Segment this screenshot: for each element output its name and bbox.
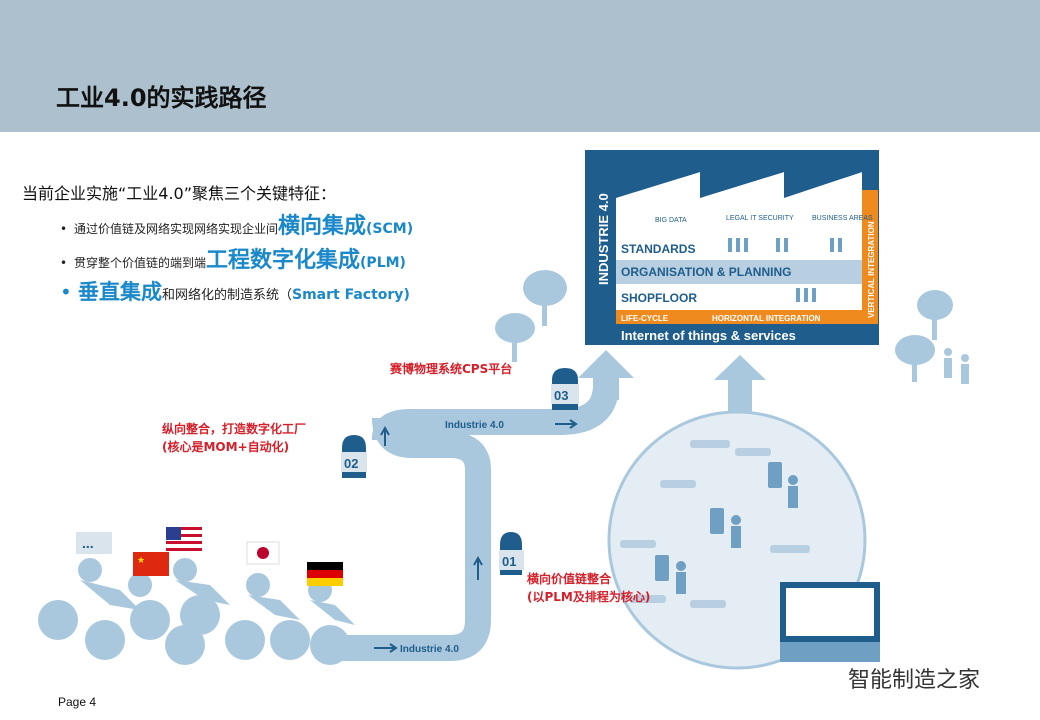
bullet-text: 贯穿整个价值链的端到端	[74, 256, 207, 270]
ellipsis-text: ...	[82, 535, 94, 551]
factory-side-title: INDUSTRIE 4.0	[596, 193, 611, 285]
header-band	[0, 0, 1040, 132]
flag-china-icon: ★	[133, 552, 169, 576]
bullet-dot: •	[60, 222, 68, 236]
road-arrow-right	[374, 643, 398, 653]
bullet-tag: (SCM)	[366, 221, 414, 237]
page-title: 工业4.0的实践路径	[56, 84, 267, 112]
watermark-text: 智能制造之家	[848, 668, 981, 693]
roof-label-business: BUSINESS AREAS	[812, 215, 873, 222]
bullet-dot: •	[60, 280, 72, 304]
milestone-label: 01	[502, 554, 516, 569]
bullet-text: 和网络化的制造系统（	[162, 288, 293, 303]
bullet-vertical-integration: • 垂直集成 和网络化的制造系统（ Smart Factory )	[60, 276, 410, 306]
road-label-top: Industrie 4.0	[445, 420, 504, 431]
page-number: Page 4	[58, 695, 97, 709]
bullet-close: )	[403, 287, 410, 303]
step-01-label-line2: (以PLM及排程为核心)	[527, 590, 651, 604]
bullet-text: 通过价值链及网络实现网络实现企业间	[74, 222, 279, 236]
bullet-tag: (PLM)	[360, 255, 406, 271]
flag-usa-icon	[166, 527, 202, 551]
layer-shopfloor: SHOPFLOOR	[621, 291, 697, 305]
roof-label-big-data: BIG DATA	[655, 217, 687, 224]
tree-icon	[895, 290, 953, 382]
milestone-03: 03	[551, 368, 579, 410]
vertical-integration-label: VERTICAL INTEGRATION	[867, 221, 876, 318]
bullet-dot: •	[60, 256, 68, 270]
bullet-tag: Smart Factory	[292, 287, 404, 303]
road-arrow-up	[380, 425, 390, 446]
svg-text:★: ★	[137, 555, 145, 565]
step-02-label-line2: (核心是MOM+自动化)	[162, 440, 290, 454]
speech-bubble-ellipsis: ...	[76, 532, 112, 554]
bullet-horizontal-integration: • 通过价值链及网络实现网络实现企业间 横向集成 (SCM)	[60, 208, 413, 240]
flag-japan-icon	[246, 541, 280, 565]
milestone-02: 02	[341, 435, 367, 478]
step-01-label-line1: 横向价值链整合	[527, 572, 612, 586]
road-arrow-up	[473, 555, 483, 580]
life-cycle-label: LIFE-CYCLE	[621, 314, 669, 323]
bullet-emphasis: 工程数字化集成	[206, 248, 361, 273]
bullet-emphasis: 横向集成	[278, 214, 367, 239]
intro-text: 当前企业实施“工业4.0”聚焦三个关键特征：	[22, 184, 337, 203]
arrow-to-factory-left	[578, 350, 634, 400]
horizontal-integration-label: HORIZONTAL INTEGRATION	[712, 314, 821, 323]
milestone-label: 03	[554, 388, 568, 403]
factory-diagram: INDUSTRIE 4.0 BIG DATA LEGAL IT SECURITY…	[585, 150, 879, 345]
people-icon	[728, 238, 842, 302]
smart-factory-circle	[607, 410, 880, 670]
bullet-emphasis: 垂直集成	[78, 280, 162, 304]
bullet-engineering-integration: • 贯穿整个价值链的端到端 工程数字化集成 (PLM)	[60, 242, 406, 274]
layer-standards: STANDARDS	[621, 242, 695, 256]
arrow-to-factory-right	[714, 355, 766, 420]
roof-label-legal: LEGAL IT SECURITY	[726, 215, 794, 222]
road-arrow-right	[555, 419, 578, 429]
milestone-01: 01	[499, 532, 524, 575]
layer-organisation: ORGANISATION & PLANNING	[621, 265, 791, 279]
step-02-label-line1: 纵向整合，打造数字化工厂	[162, 422, 307, 436]
step-03-label: 赛博物理系统CPS平台	[390, 362, 513, 376]
road-label-bottom: Industrie 4.0	[400, 644, 459, 655]
factory-base-label: Internet of things & services	[621, 328, 796, 343]
cyclists-illustration	[38, 558, 355, 665]
flag-germany-icon	[307, 562, 343, 586]
people-icon	[944, 348, 969, 384]
tree-icon	[495, 270, 567, 362]
milestone-label: 02	[344, 456, 358, 471]
